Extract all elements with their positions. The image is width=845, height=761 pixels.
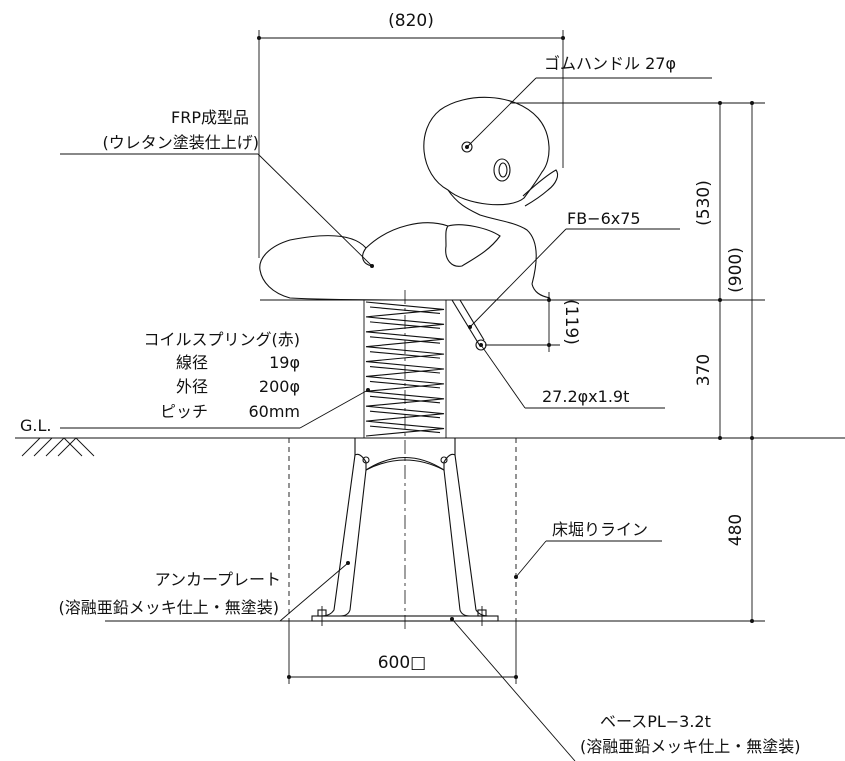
pipe-support: 27.2φx1.9t [451,299,665,409]
ground-level-label: G.L. [20,416,51,435]
frp-label-line2: (ウレタン塗装仕上げ) [103,133,260,152]
coil-wire-value: 19φ [269,353,300,372]
height-119-text: (119) [561,299,581,345]
duck-eye [461,141,473,153]
base-label-line2: (溶融亜鉛メッキ仕上・無塗装) [580,737,801,756]
base-label-line1: ベースPL−3.2t [600,712,711,731]
frp-label-line1: FRP成型品 [171,108,249,127]
coil-wire-label: 線径 [176,353,208,372]
duck-figure [259,96,559,301]
width-820-text: (820) [388,11,434,31]
dimension-width-820: (820) [257,11,565,258]
anchor-plate [311,438,499,626]
duck-beak [493,158,511,182]
height-370-text: 370 [694,354,714,386]
width-600-text: 600□ [378,653,427,673]
dimension-right-heights: (530) (900) 370 480 [510,101,765,623]
frp-callout: FRP成型品 (ウレタン塗装仕上げ) [60,108,373,267]
ground-hatch [21,437,95,457]
duck-wing [445,224,501,267]
rubber-handle-label: ゴムハンドル 27φ [544,54,676,73]
coil-label-line1: コイルスプリング(赤) [144,330,301,349]
coil-outer-value: 200φ [259,377,300,396]
anchor-label-line1: アンカープレート [155,570,281,589]
dimension-600: 600□ [287,621,518,684]
coil-spring-callout: コイルスプリング(赤) 線径 19φ 外径 200φ ピッチ 60mm [60,330,370,429]
coil-outer-label: 外径 [176,377,208,396]
height-480-text: 480 [726,514,746,546]
duck-body [365,222,449,249]
fb-callout: FB−6x75 [468,209,680,329]
fb-label: FB−6x75 [567,209,641,228]
coil-pitch-label: ピッチ [160,402,208,421]
anchor-plate-callout: アンカープレート (溶融亜鉛メッキ仕上・無塗装) [59,561,350,622]
height-530-text: (530) [694,180,714,226]
height-900-text: (900) [726,247,746,293]
coil-pitch-value: 60mm [248,402,300,421]
duck-head [423,96,550,206]
anchor-label-line2: (溶融亜鉛メッキ仕上・無塗装) [59,598,280,617]
dimension-119: (119) [485,292,581,352]
excavation-line-label: 床堀りライン [552,520,648,539]
ground-level: G.L. [15,416,845,457]
pipe-label: 27.2φx1.9t [542,387,629,406]
base-plate-callout: ベースPL−3.2t (溶融亜鉛メッキ仕上・無塗装) [450,617,801,761]
rubber-handle-callout: ゴムハンドル 27φ [466,54,712,148]
